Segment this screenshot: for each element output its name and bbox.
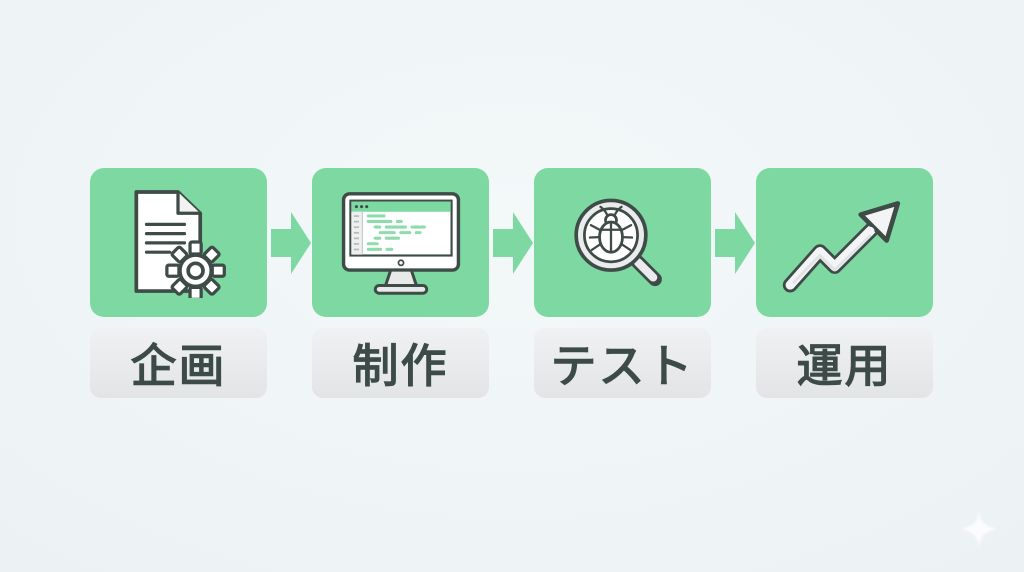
bug-magnifier-icon xyxy=(574,198,662,287)
step-testing: テスト xyxy=(534,168,711,398)
step-label-testing: テスト xyxy=(534,328,711,398)
production-icon-card xyxy=(312,168,489,317)
document-gear-icon xyxy=(134,190,226,298)
testing-icon-card xyxy=(534,168,711,317)
step-label-planning: 企画 xyxy=(90,328,267,398)
planning-icon-card xyxy=(90,168,267,317)
monitor-code-icon xyxy=(341,192,461,295)
right-arrow-icon xyxy=(493,212,533,274)
operation-icon-card xyxy=(756,168,933,317)
step-operation: 運用 xyxy=(756,168,933,398)
step-label-operation: 運用 xyxy=(756,328,933,398)
right-arrow-icon xyxy=(715,212,755,274)
step-label-production: 制作 xyxy=(312,328,489,398)
sparkle-icon xyxy=(962,510,996,548)
right-arrow-icon xyxy=(271,212,311,274)
step-production: 制作 xyxy=(312,168,489,398)
trend-up-arrow-icon xyxy=(782,201,901,293)
step-planning: 企画 xyxy=(90,168,267,398)
